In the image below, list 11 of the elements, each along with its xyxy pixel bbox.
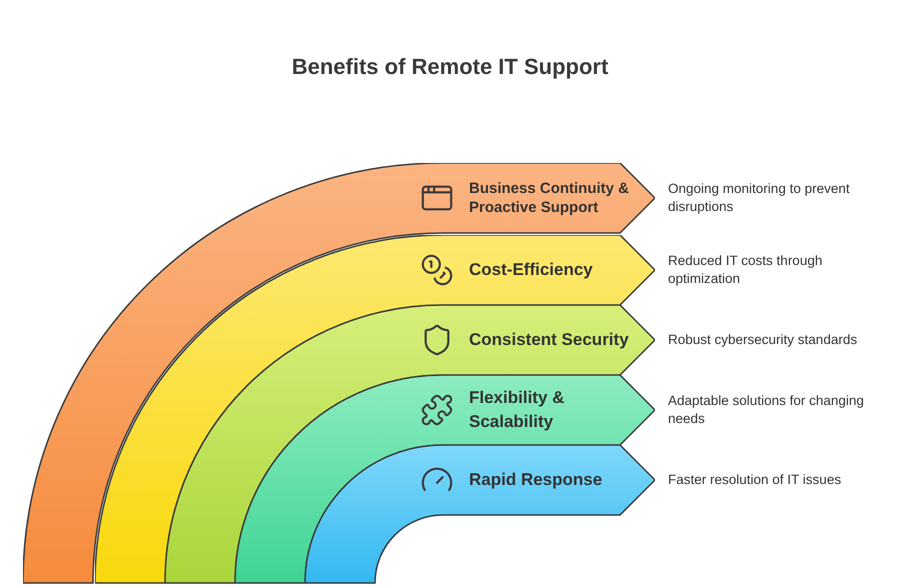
description-text: Reduced IT costs through optimization (668, 252, 824, 288)
diagram-title: Benefits of Remote IT Support (292, 53, 608, 81)
description-text: Ongoing monitoring to prevent disruptions (668, 180, 851, 216)
description-text: Robust cybersecurity standards (668, 331, 858, 349)
description-text: Adaptable solutions for changing needs (668, 392, 865, 428)
band-label: Cost-Efficiency (469, 259, 593, 281)
band-label: Flexibility & Scalability (469, 387, 566, 433)
band-label: Consistent Security (469, 329, 629, 351)
description-text: Faster resolution of IT issues (668, 471, 842, 489)
band-label: Rapid Response (469, 469, 602, 491)
band-label: Business Continuity & Proactive Support (469, 179, 630, 217)
